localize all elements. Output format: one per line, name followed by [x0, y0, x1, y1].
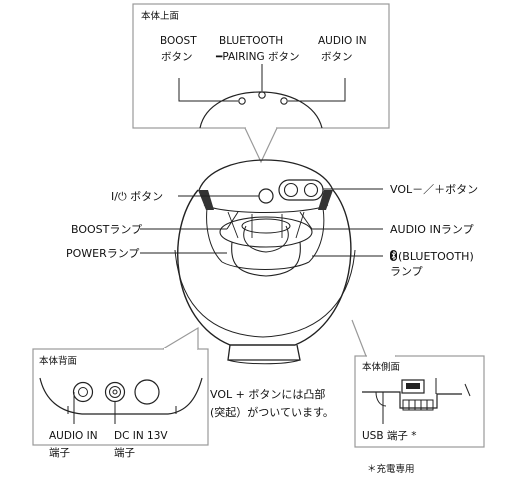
- top-callout-pointer: [244, 127, 278, 164]
- charge-only-note: ＊充電専用: [367, 463, 415, 475]
- vol-buttons-label: VOL－／＋ボタン: [390, 183, 478, 196]
- side-callout-title: 本体側面: [362, 361, 400, 373]
- speaker-power-button: [258, 188, 274, 204]
- usb-port-label: USB 端子 *: [362, 429, 416, 442]
- boost-button-label-line1: BOOST: [160, 35, 197, 47]
- top-callout-frame: [132, 3, 390, 129]
- bluetooth-lamp-label-line1: (BLUETOOTH): [398, 250, 474, 263]
- dc-in-jack-label-line2: 端子: [114, 446, 135, 459]
- bluetooth-lamp-label-line2: ランプ: [390, 265, 423, 278]
- audio-in-jack-label-line1: AUDIO IN: [49, 430, 98, 442]
- power-button-label: I/⏻ ボタン: [111, 190, 163, 203]
- usb-port: [401, 379, 425, 394]
- speaker-vol-buttons: [278, 179, 324, 201]
- audio-in-lamp-label: AUDIO INランプ: [390, 223, 474, 236]
- speaker-top-dome: [198, 159, 334, 191]
- bluetooth-button-label-line1: BLUETOOTH: [219, 35, 283, 47]
- back-callout-pointer: [162, 326, 199, 350]
- speaker-driver: [219, 216, 313, 248]
- vol-note-line2: (突起）がついています。: [210, 405, 334, 419]
- audio-in-jack-label-line2: 端子: [49, 446, 70, 459]
- side-callout-pointer: [351, 319, 396, 357]
- boost-button-label-line2: ボタン: [161, 51, 193, 63]
- boost-lamp-label: BOOSTランプ: [71, 223, 142, 236]
- audio-in-button-dot: [280, 97, 288, 105]
- bluetooth-button-label-line2: ━PAIRING ボタン: [215, 51, 299, 63]
- back-callout-frame: [32, 348, 209, 446]
- bluetooth-icon: [390, 250, 397, 261]
- vol-note-line1: VOL + ボタンには凸部: [210, 387, 325, 401]
- boost-button-dot: [238, 97, 246, 105]
- top-callout-title: 本体上面: [141, 10, 179, 22]
- dc-in-jack-label-line1: DC IN 13V: [114, 430, 168, 442]
- audio-in-button-label-line1: AUDIO IN: [318, 35, 367, 47]
- back-round-cover: [134, 379, 160, 405]
- side-callout-frame: [354, 355, 485, 448]
- dc-in-jack: [104, 381, 126, 403]
- power-lamp-label: POWERランプ: [66, 247, 139, 260]
- back-callout-title: 本体背面: [39, 355, 77, 367]
- speaker-base: [227, 344, 301, 361]
- speaker-sphere: [177, 189, 352, 346]
- audio-in-button-label-line2: ボタン: [321, 51, 353, 63]
- bluetooth-button-dot: [258, 91, 266, 99]
